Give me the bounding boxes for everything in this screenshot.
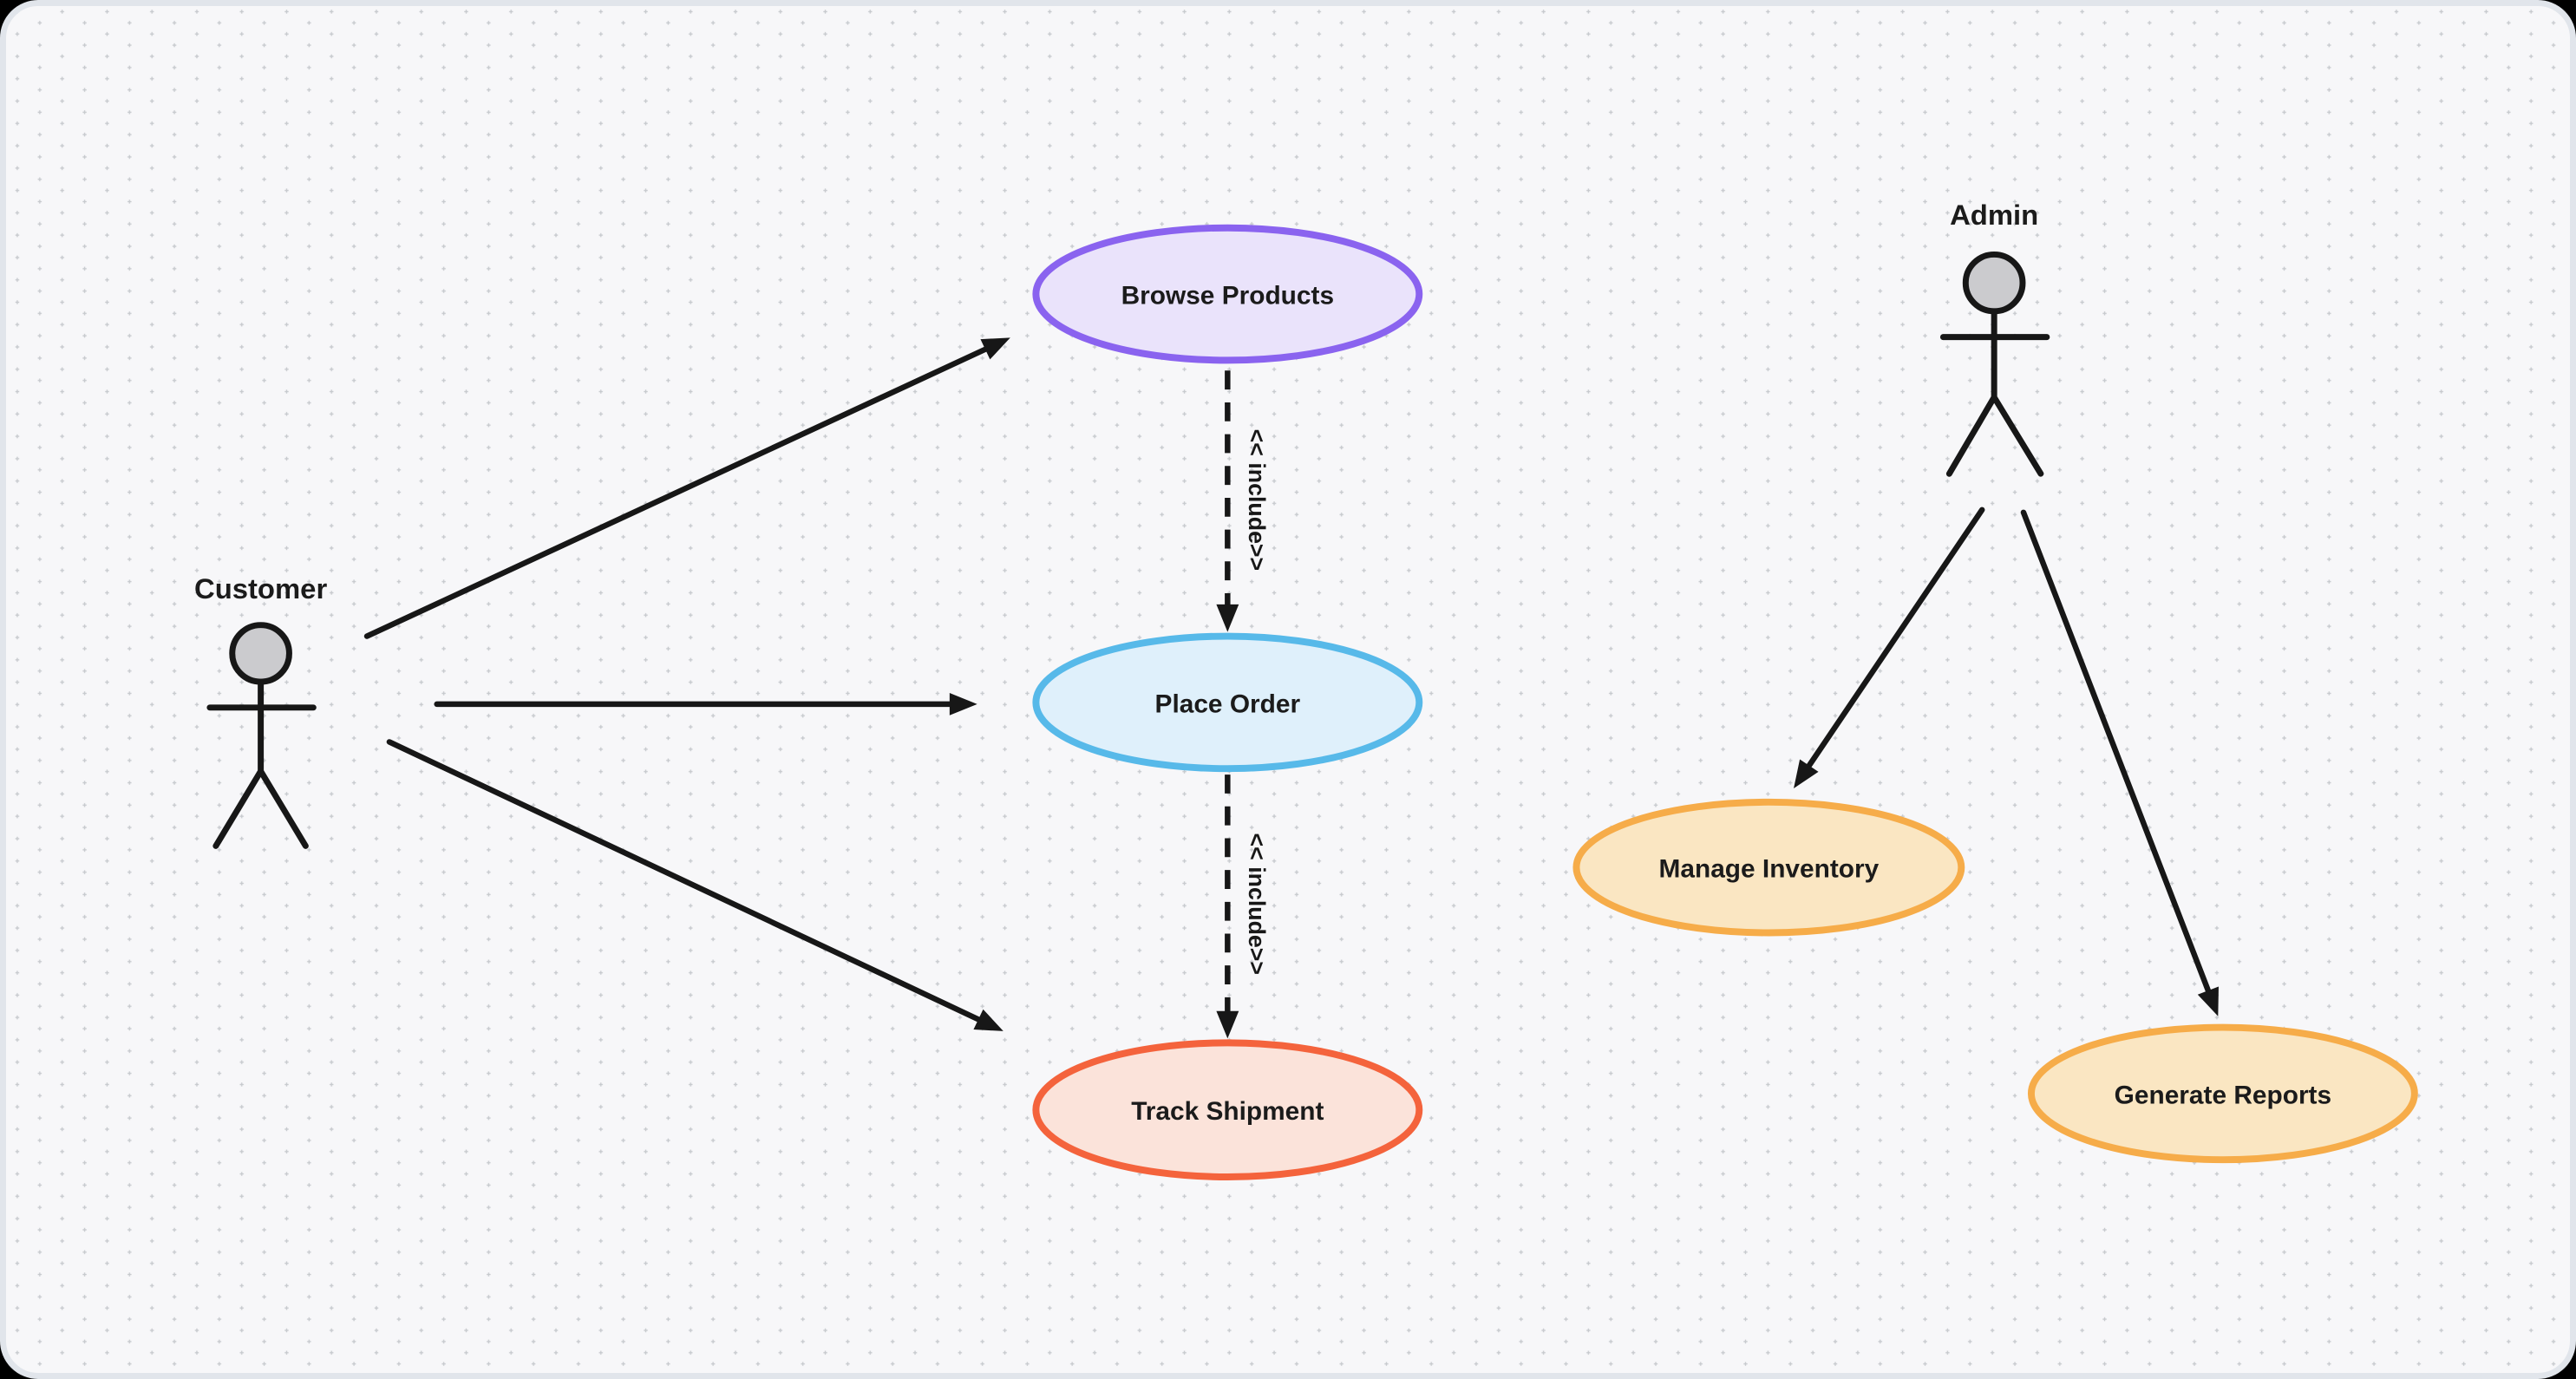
usecase-ellipse [1032,1039,1423,1180]
usecase-label: Place Order [1155,690,1301,718]
usecase-generate-reports[interactable]: Generate Reports [2027,1023,2418,1164]
association-edges [363,337,2219,1031]
usecase-ellipse [2027,1023,2418,1164]
actor-admin[interactable]: Admin [1939,199,2050,477]
usecase-track-shipment[interactable]: Track Shipment [1032,1039,1423,1180]
actor-body-icon [206,678,317,849]
association-arrow-customer-browse-products[interactable] [363,337,1010,639]
actor-head-icon [229,622,292,685]
include-edge-place-to-track[interactable]: << include>> [1216,774,1270,1039]
usecase-label: Track Shipment [1131,1097,1324,1126]
actor-body-icon [1939,308,2050,477]
association-arrow-admin-generate-reports[interactable] [2020,509,2219,1016]
usecase-place-order[interactable]: Place Order [1032,632,1423,773]
actor-customer[interactable]: Customer [194,572,327,849]
diagram-svg: << include>> << include>> Customer Admin [6,6,2570,1373]
actor-label: Admin [1950,199,2038,231]
actor-label: Customer [194,572,327,605]
usecase-ellipse [1032,632,1423,773]
include-label: << include>> [1244,429,1270,572]
actor-head-icon [1962,251,2026,315]
usecase-label: Manage Inventory [1659,855,1880,884]
include-edge-browse-to-place[interactable]: << include>> [1216,370,1270,632]
usecase-ellipse [1572,798,1965,937]
association-arrow-customer-track-shipment[interactable] [386,739,1004,1031]
usecase-label: Generate Reports [2115,1081,2331,1109]
usecase-label: Browse Products [1121,282,1334,310]
usecase-browse-products[interactable]: Browse Products [1032,224,1423,364]
include-label: << include>> [1244,833,1270,976]
usecase-manage-inventory[interactable]: Manage Inventory [1572,798,1965,937]
association-arrow-admin-manage-inventory[interactable] [1794,507,1985,789]
usecase-ellipse [1032,224,1423,364]
